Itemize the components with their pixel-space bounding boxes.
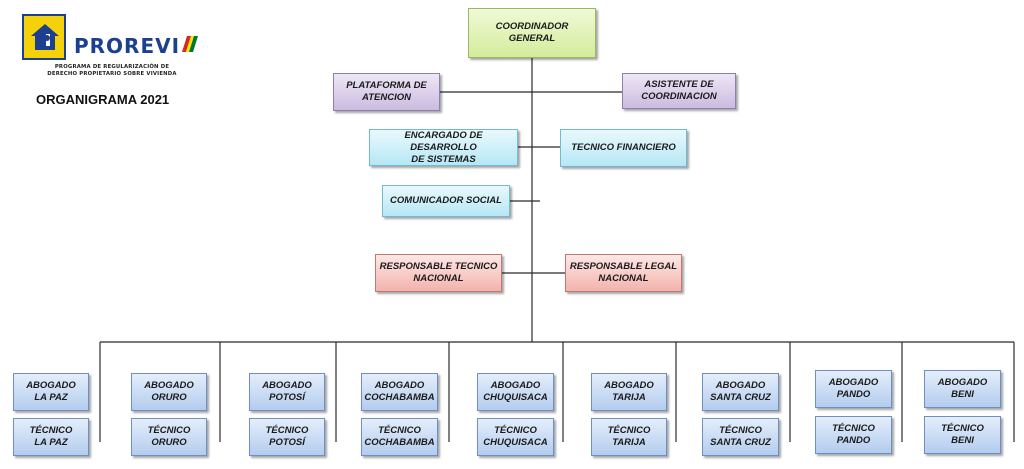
- node-label: ABOGADO: [490, 380, 541, 391]
- node-label: SANTA CRUZ: [710, 437, 771, 448]
- prorevi-logo: PROREVI PROGRAMA DE REGULARIZACIÓN DE DE…: [22, 14, 202, 77]
- node-abogado-la-paz: ABOGADO LA PAZ: [13, 373, 89, 411]
- node-plataforma-atencion: PLATAFORMA DE ATENCION: [333, 73, 440, 111]
- node-label: DE SISTEMAS: [411, 153, 476, 165]
- node-responsable-legal: RESPONSABLE LEGAL NACIONAL: [565, 254, 682, 292]
- node-label: ENCARGADO DE DESARROLLO: [404, 129, 483, 153]
- page-title: ORGANIGRAMA 2021: [36, 92, 170, 107]
- node-tecnico-potosi: TÉCNICO POTOSÍ: [249, 418, 325, 456]
- node-label: POTOSÍ: [269, 392, 305, 403]
- node-label: ATENCION: [362, 92, 411, 103]
- node-abogado-beni: ABOGADO BENI: [924, 370, 1001, 408]
- node-label: TARIJA: [612, 437, 646, 448]
- node-label: ABOGADO: [144, 380, 194, 391]
- node-label: TÉCNICO: [607, 425, 651, 436]
- node-label: TÉCNICO: [941, 423, 984, 434]
- node-tecnico-cochabamba: TÉCNICO COCHABAMBA: [361, 418, 438, 456]
- node-label: ORURO: [151, 437, 187, 448]
- node-label: ABOGADO: [26, 380, 76, 391]
- node-label: ASISTENTE DE: [644, 79, 714, 90]
- node-abogado-pando: ABOGADO PANDO: [815, 370, 892, 408]
- node-comunicador-social: COMUNICADOR SOCIAL: [382, 185, 510, 217]
- node-abogado-chuquisaca: ABOGADO CHUQUISACA: [477, 373, 554, 411]
- node-label: TECNICO FINANCIERO: [571, 142, 676, 153]
- node-label: TÉCNICO: [378, 425, 421, 436]
- node-responsable-tecnico: RESPONSABLE TECNICO NACIONAL: [375, 254, 502, 292]
- node-label: TARIJA: [612, 392, 646, 403]
- node-label: PLATAFORMA DE: [346, 80, 427, 91]
- node-abogado-potosi: ABOGADO POTOSÍ: [249, 373, 325, 411]
- node-abogado-tarija: ABOGADO TARIJA: [591, 373, 667, 411]
- node-tecnico-pando: TÉCNICO PANDO: [815, 416, 892, 454]
- node-label: NACIONAL: [598, 273, 649, 284]
- logo-subtitle-line-2: DERECHO PROPIETARIO SOBRE VIVIENDA: [47, 70, 177, 77]
- logo-subtitle-line-1: PROGRAMA DE REGULARIZACIÓN DE: [54, 64, 170, 70]
- logo-mark: [22, 14, 66, 60]
- node-label: BENI: [951, 435, 974, 446]
- node-label: ORURO: [151, 392, 187, 403]
- node-coordinador-general: COORDINADOR GENERAL: [468, 8, 596, 58]
- node-label: TÉCNICO: [719, 425, 762, 436]
- bolivia-flag-icon: [182, 36, 198, 52]
- node-label: LA PAZ: [34, 437, 68, 448]
- node-label: ABOGADO: [604, 380, 654, 391]
- node-label: SANTA CRUZ: [710, 392, 771, 403]
- node-label: GENERAL: [508, 33, 556, 44]
- node-abogado-oruro: ABOGADO ORURO: [131, 373, 207, 411]
- node-label: TÉCNICO: [832, 423, 875, 434]
- node-tecnico-beni: TÉCNICO BENI: [924, 416, 1001, 454]
- node-tecnico-tarija: TÉCNICO TARIJA: [591, 418, 667, 456]
- node-asistente-coordinacion: ASISTENTE DE COORDINACION: [622, 73, 736, 109]
- node-label: PANDO: [836, 389, 871, 400]
- logo-wordmark: PROREVI: [74, 34, 181, 58]
- node-label: CHUQUISACA: [483, 437, 548, 448]
- node-encargado-sistemas: ENCARGADO DE DESARROLLO DE SISTEMAS: [369, 129, 518, 166]
- node-label: ABOGADO: [715, 380, 766, 391]
- node-label: ABOGADO: [374, 380, 425, 391]
- node-label: ABOGADO: [828, 377, 879, 388]
- node-label: PANDO: [836, 435, 871, 446]
- node-label: ABOGADO: [262, 380, 312, 391]
- node-abogado-cochabamba: ABOGADO COCHABAMBA: [361, 373, 438, 411]
- node-abogado-santa-cruz: ABOGADO SANTA CRUZ: [702, 373, 779, 411]
- node-label: NACIONAL: [413, 273, 464, 284]
- node-label: COCHABAMBA: [364, 392, 435, 403]
- node-label: COCHABAMBA: [364, 437, 435, 448]
- node-label: POTOSÍ: [269, 437, 305, 448]
- house-icon: [31, 24, 59, 50]
- node-label: TÉCNICO: [494, 425, 537, 436]
- node-label: ABOGADO: [937, 377, 988, 388]
- node-label: RESPONSABLE LEGAL: [569, 261, 678, 272]
- logo-subtitle: PROGRAMA DE REGULARIZACIÓN DE DERECHO PR…: [22, 64, 202, 77]
- node-label: RESPONSABLE TECNICO: [379, 261, 498, 272]
- node-label: TÉCNICO: [265, 425, 309, 436]
- node-tecnico-santa-cruz: TÉCNICO SANTA CRUZ: [702, 418, 779, 456]
- node-tecnico-oruro: TÉCNICO ORURO: [131, 418, 207, 456]
- node-label: COORDINADOR: [495, 21, 569, 32]
- node-label: LA PAZ: [34, 392, 68, 403]
- node-tecnico-financiero: TECNICO FINANCIERO: [560, 129, 687, 167]
- node-tecnico-chuquisaca: TÉCNICO CHUQUISACA: [477, 418, 554, 456]
- node-tecnico-la-paz: TÉCNICO LA PAZ: [13, 418, 89, 456]
- node-label: CHUQUISACA: [483, 392, 548, 403]
- node-label: COORDINACION: [641, 91, 717, 102]
- node-label: COMUNICADOR SOCIAL: [390, 195, 502, 206]
- node-label: BENI: [951, 389, 974, 400]
- node-label: TÉCNICO: [147, 425, 191, 436]
- node-label: TÉCNICO: [29, 425, 73, 436]
